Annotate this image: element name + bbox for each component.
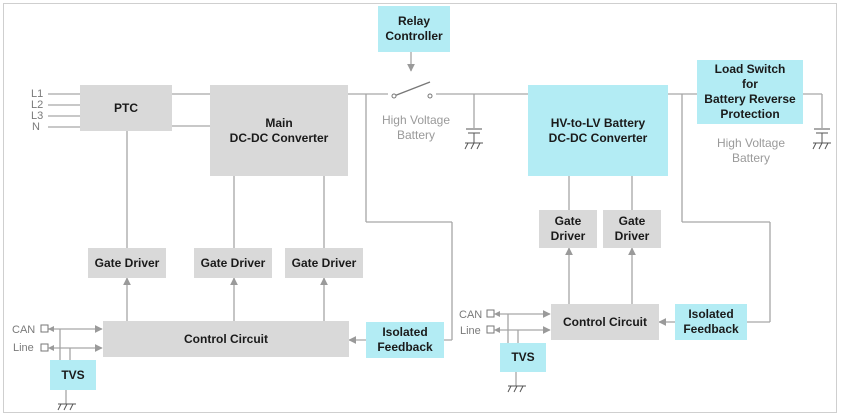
relay-controller-block: Relay Controller xyxy=(378,6,450,52)
battery-symbol-mid xyxy=(464,128,483,150)
gate-driver-3: Gate Driver xyxy=(285,248,363,278)
input-l1-label: L1 xyxy=(31,88,44,100)
line-left-terminal xyxy=(40,343,49,352)
can-right-label: CAN xyxy=(459,309,483,321)
isolated-feedback-left: Isolated Feedback xyxy=(366,322,444,358)
input-l2-label: L2 xyxy=(31,99,44,111)
isolated-feedback-right: Isolated Feedback xyxy=(675,304,747,340)
battery-symbol-right xyxy=(812,128,831,150)
can-left-label: CAN xyxy=(12,324,36,336)
hv-lv-dcdc-block: HV-to-LV Battery DC-DC Converter xyxy=(528,85,668,176)
gate-driver-5: Gate Driver xyxy=(603,210,661,248)
line-right-label: Line xyxy=(460,325,481,337)
relay-contact-left xyxy=(391,93,397,99)
control-circuit-right: Control Circuit xyxy=(551,304,659,340)
diagram-frame xyxy=(3,3,837,413)
ground-symbol-left xyxy=(57,403,76,411)
gate-driver-4: Gate Driver xyxy=(539,210,597,248)
hv-battery-label-2: High Voltage Battery xyxy=(716,136,786,165)
line-left-label: Line xyxy=(13,342,34,354)
input-l3-label: L3 xyxy=(31,110,44,122)
line-right-terminal xyxy=(486,325,495,334)
can-left-terminal xyxy=(40,324,49,333)
gate-driver-2: Gate Driver xyxy=(194,248,272,278)
can-right-terminal xyxy=(486,309,495,318)
tvs-left: TVS xyxy=(50,360,96,390)
gate-driver-1: Gate Driver xyxy=(88,248,166,278)
tvs-right: TVS xyxy=(500,343,546,372)
ground-symbol-right xyxy=(507,385,526,393)
control-circuit-left: Control Circuit xyxy=(103,321,349,357)
relay-contact-right xyxy=(427,93,433,99)
load-switch-block: Load Switch for Battery Reverse Protecti… xyxy=(697,60,803,124)
ptc-block: PTC xyxy=(80,85,172,131)
hv-battery-label-1: High Voltage Battery xyxy=(381,113,451,142)
input-n-label: N xyxy=(32,121,40,133)
main-dcdc-block: Main DC-DC Converter xyxy=(210,85,348,176)
